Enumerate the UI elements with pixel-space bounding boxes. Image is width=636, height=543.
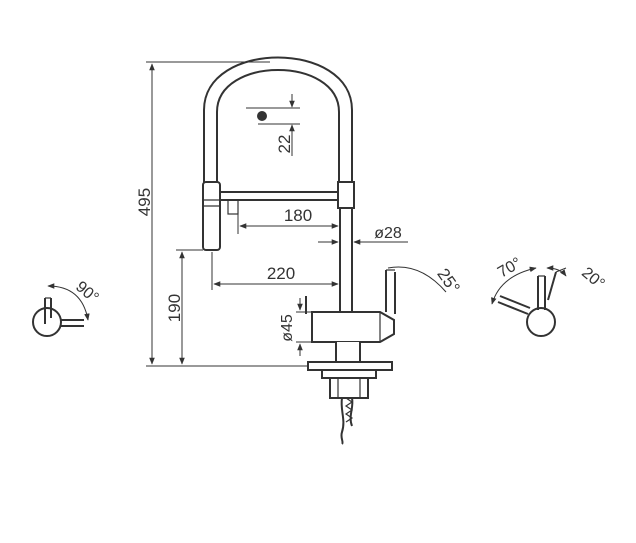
right-handle-lever-70 [497, 301, 529, 315]
side-view-left: 90° [32, 278, 102, 337]
height-total-label: 495 [135, 188, 154, 216]
lever-angle-label: 25° [433, 265, 463, 297]
lever-angle-arc [387, 266, 447, 293]
right-angle-arc-70 [491, 266, 537, 305]
right-angle-arc-20 [546, 265, 567, 277]
spray-head [202, 181, 221, 251]
left-handle-circle [32, 307, 62, 337]
left-angle-arc [47, 283, 90, 321]
column-collar [337, 181, 355, 209]
faucet-neck [335, 342, 361, 363]
spout-arch-inner [216, 69, 340, 186]
hose-right [349, 397, 354, 427]
mounting-nut [321, 369, 377, 379]
dimension-lines: 495 190 22 180 ø28 220 ø45 25° [135, 61, 464, 367]
mounting-plate [307, 361, 393, 371]
faucet-body [311, 311, 395, 343]
mounting-shank [329, 377, 369, 399]
tube-diameter-label: ø28 [374, 225, 402, 242]
side-view-right: 70° 20° [491, 255, 608, 337]
hose-left [340, 397, 345, 445]
right-angle-20-label: 20° [578, 264, 607, 293]
left-angle-label: 90° [72, 278, 101, 307]
height-lower-label: 190 [165, 294, 184, 322]
right-angle-70-label: 70° [495, 255, 524, 282]
base-diameter-label: ø45 [279, 314, 296, 342]
reach-outer-label: 220 [267, 264, 295, 283]
right-handle-lever-20 [547, 271, 557, 301]
spray-button [257, 111, 267, 121]
faucet-main-view [202, 56, 447, 445]
reach-inner-label: 180 [284, 206, 312, 225]
bracket-clip [227, 199, 239, 215]
spray-offset-label: 22 [275, 135, 294, 154]
right-handle-circle [526, 307, 556, 337]
spout-arch-outer [203, 56, 353, 186]
